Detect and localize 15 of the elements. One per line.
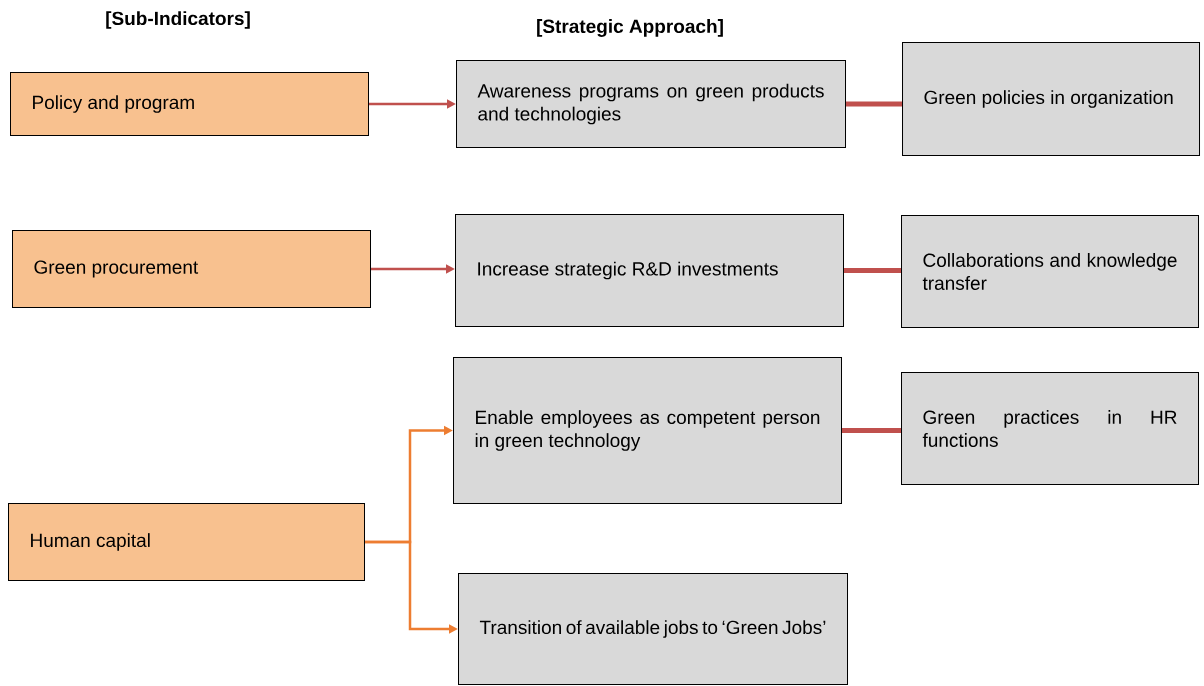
connector-bar — [844, 268, 901, 273]
heading: [Sub-Indicators] — [106, 11, 250, 29]
approach-box: Green practices in HR functions — [901, 372, 1199, 485]
connector-bar — [846, 101, 902, 107]
indicator-box: Policy and program — [10, 72, 369, 136]
approach-box: Collaborations and knowledge transfer — [901, 215, 1199, 328]
indicator-box: Human capital — [8, 503, 365, 581]
approach-box: Green policies in organization — [902, 42, 1200, 156]
indicator-box: Green procurement — [12, 230, 371, 308]
connector-bar — [842, 428, 901, 433]
approach-box: Awareness programs on green products and technologies — [456, 60, 846, 148]
approach-box: Increase strategic R&D investments — [455, 214, 844, 327]
heading: [Strategic Approach] — [537, 19, 723, 37]
approach-box: Enable employees as competent person in green technology — [453, 357, 842, 504]
approach-box: Transition of available jobs to ‘Green Jobs’ — [458, 573, 848, 685]
